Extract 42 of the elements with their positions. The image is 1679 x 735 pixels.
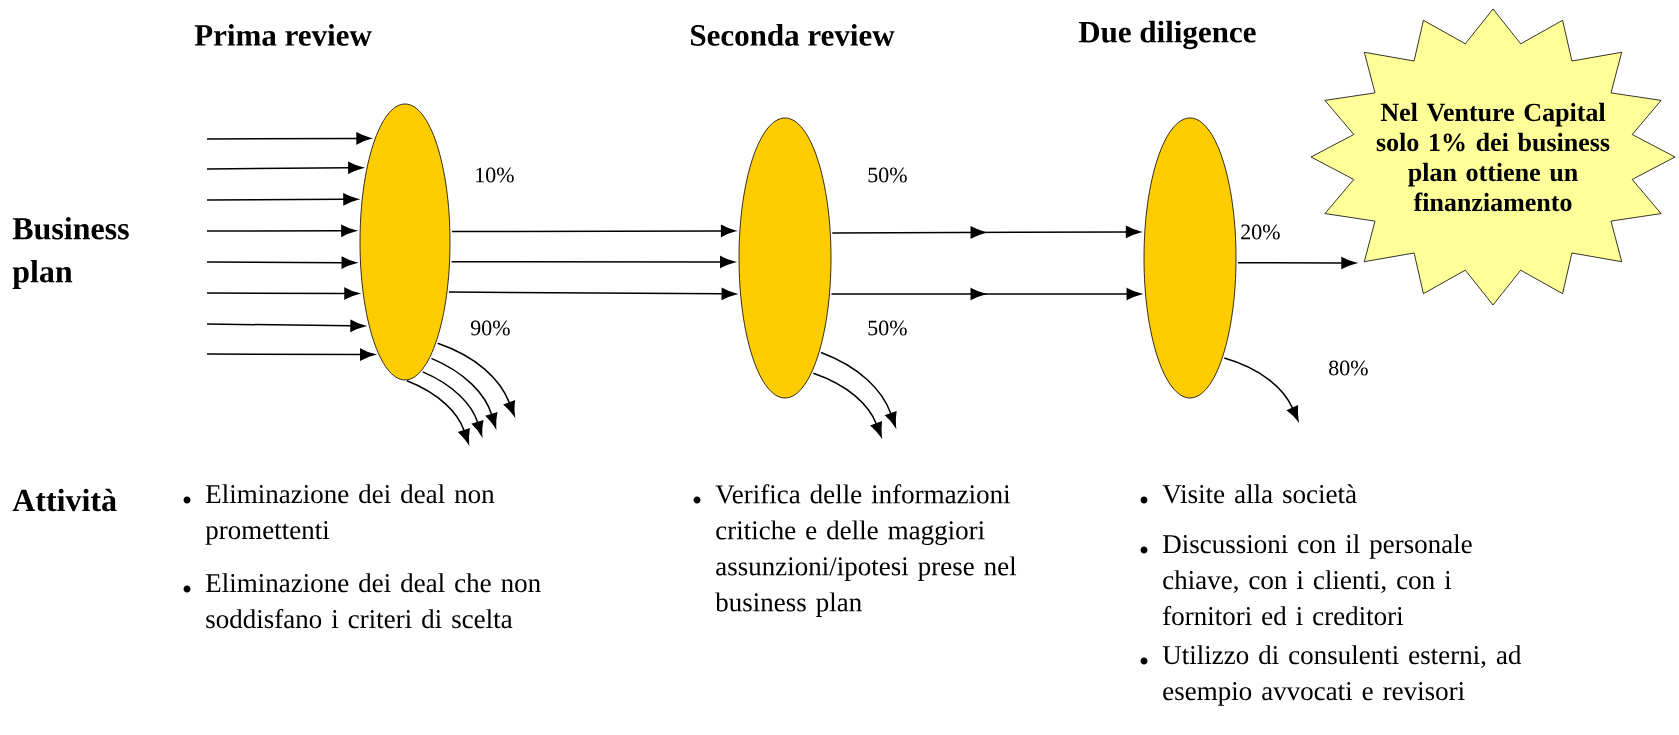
- bullet-item: Eliminazione dei deal non promettenti: [183, 484, 495, 545]
- arrow: [830, 288, 1142, 300]
- arrow: [450, 256, 735, 268]
- bullet-item: Utilizzo di consulenti esterni, ad esempio avvocati e revisori: [1140, 645, 1522, 706]
- arrow: [1223, 357, 1299, 422]
- percentage-label: 80%: [1329, 360, 1368, 376]
- arrow: [206, 193, 358, 206]
- stage-heading: Seconda review: [691, 24, 895, 46]
- bullet-item: Eliminazione dei deal che non soddisfano i criteri di scelta: [183, 573, 541, 629]
- starburst: Nel Venture Capital solo 1% dei business plan ottiene un finanziamento: [1310, 8, 1676, 306]
- filter-ellipse: [1143, 117, 1237, 399]
- arrow: [206, 348, 375, 361]
- percentage-label: 10%: [476, 167, 514, 183]
- percentage-label: 50%: [868, 167, 907, 183]
- arrow: [406, 379, 470, 444]
- row-heading: Business plan: [12, 217, 129, 289]
- row-heading: Attività: [12, 488, 117, 512]
- arrow: [831, 226, 1141, 239]
- arrow: [421, 371, 484, 436]
- percentage-label: 20%: [1241, 224, 1280, 240]
- arrow: [436, 342, 516, 417]
- stage-heading: Due diligence: [1078, 20, 1256, 50]
- arrow: [206, 319, 366, 332]
- arrow: [448, 287, 737, 300]
- arrow: [206, 287, 359, 300]
- percentage-label: 90%: [470, 320, 510, 336]
- filter-ellipse: [738, 117, 832, 399]
- arrow: [812, 372, 882, 438]
- stage-heading: Prima review: [194, 24, 372, 46]
- percentage-label: 50%: [868, 320, 907, 336]
- arrow: [1237, 257, 1356, 269]
- filter-ellipse: [359, 103, 451, 381]
- arrow: [430, 357, 498, 428]
- arrow: [451, 225, 736, 237]
- arrow: [206, 256, 357, 269]
- bullet-item: Discussioni con il personale chiave, con i clienti, con i fornitori ed i creditori: [1140, 534, 1472, 626]
- arrow: [206, 161, 363, 174]
- bullet-item: Visite alla società: [1140, 484, 1357, 504]
- arrow: [820, 351, 897, 427]
- arrow: [206, 224, 356, 237]
- arrow: [206, 132, 371, 145]
- bullet-item: Verifica delle informazioni critiche e delle maggiori assunzioni/ipotesi prese nel business plan: [693, 484, 1017, 617]
